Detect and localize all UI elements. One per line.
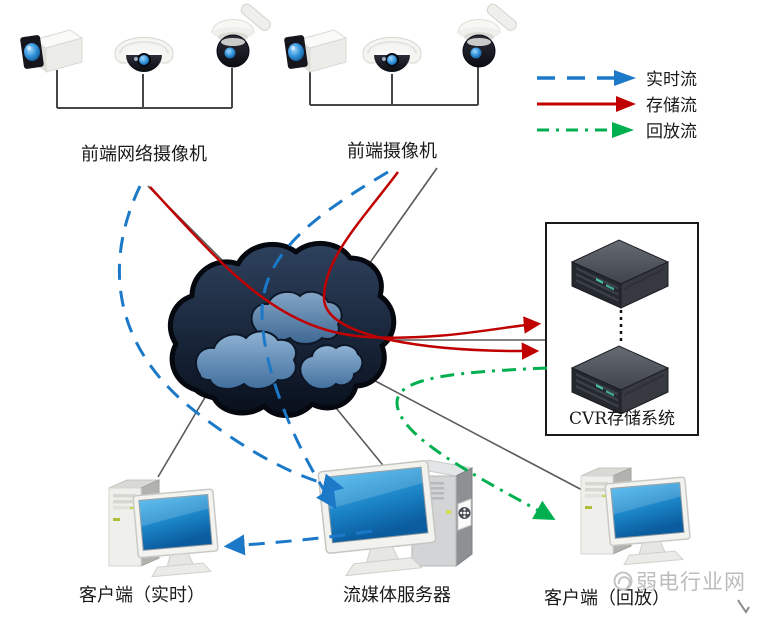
legend-storage-label: 存储流: [646, 96, 697, 116]
watermark-logo-swirl: [617, 576, 631, 589]
playback-stream-curve: [395, 366, 556, 521]
camera-group-1-label: 前端网络摄像机: [81, 144, 207, 165]
media-server-label: 流媒体服务器: [343, 585, 451, 606]
corner-mark: [737, 599, 750, 614]
camera-group-2-label: 前端摄像机: [347, 141, 437, 162]
legend-playback-arrow-icon: [612, 122, 634, 138]
storage-streams: [149, 171, 542, 360]
cvr-label: CVR存储系统: [569, 409, 675, 429]
watermark-logo-icon: [613, 571, 633, 591]
link-cloud-client-playback: [361, 373, 585, 492]
media-server: 流媒体服务器: [317, 459, 473, 606]
storage-stream-1: [149, 186, 542, 339]
legend-storage-arrow-icon: [616, 96, 636, 112]
realtime-stream-1: [117, 185, 345, 495]
camera-group-1: 前端网络摄像机: [19, 1, 273, 165]
client-live: 客户端（实时）: [79, 479, 221, 606]
camera-group-2-bracket: [309, 66, 479, 106]
realtime-stream-2: [260, 170, 389, 510]
legend-realtime-label: 实时流: [646, 70, 697, 90]
watermark: 弱电行业网: [613, 570, 750, 614]
legend-playback-label: 回放流: [646, 122, 697, 142]
watermark-text: 弱电行业网: [636, 570, 746, 594]
client-live-label: 客户端（实时）: [79, 585, 205, 606]
storage-stream-2: [322, 171, 540, 360]
legend: 实时流 存储流 回放流: [537, 70, 697, 142]
cloud-inner-right: [299, 344, 364, 390]
cloud-inner-left: [195, 330, 297, 390]
client-playback-label: 客户端（回放）: [544, 588, 670, 609]
playback-stream: [395, 366, 556, 521]
realtime-streams: [117, 170, 389, 556]
camera-group-1-bracket: [56, 68, 233, 109]
legend-realtime-arrow-icon: [614, 70, 636, 86]
camera-group-2: 前端摄像机: [283, 1, 519, 162]
cvr-storage-system: CVR存储系统: [545, 222, 699, 436]
client-playback: 客户端（回放）: [544, 467, 693, 609]
